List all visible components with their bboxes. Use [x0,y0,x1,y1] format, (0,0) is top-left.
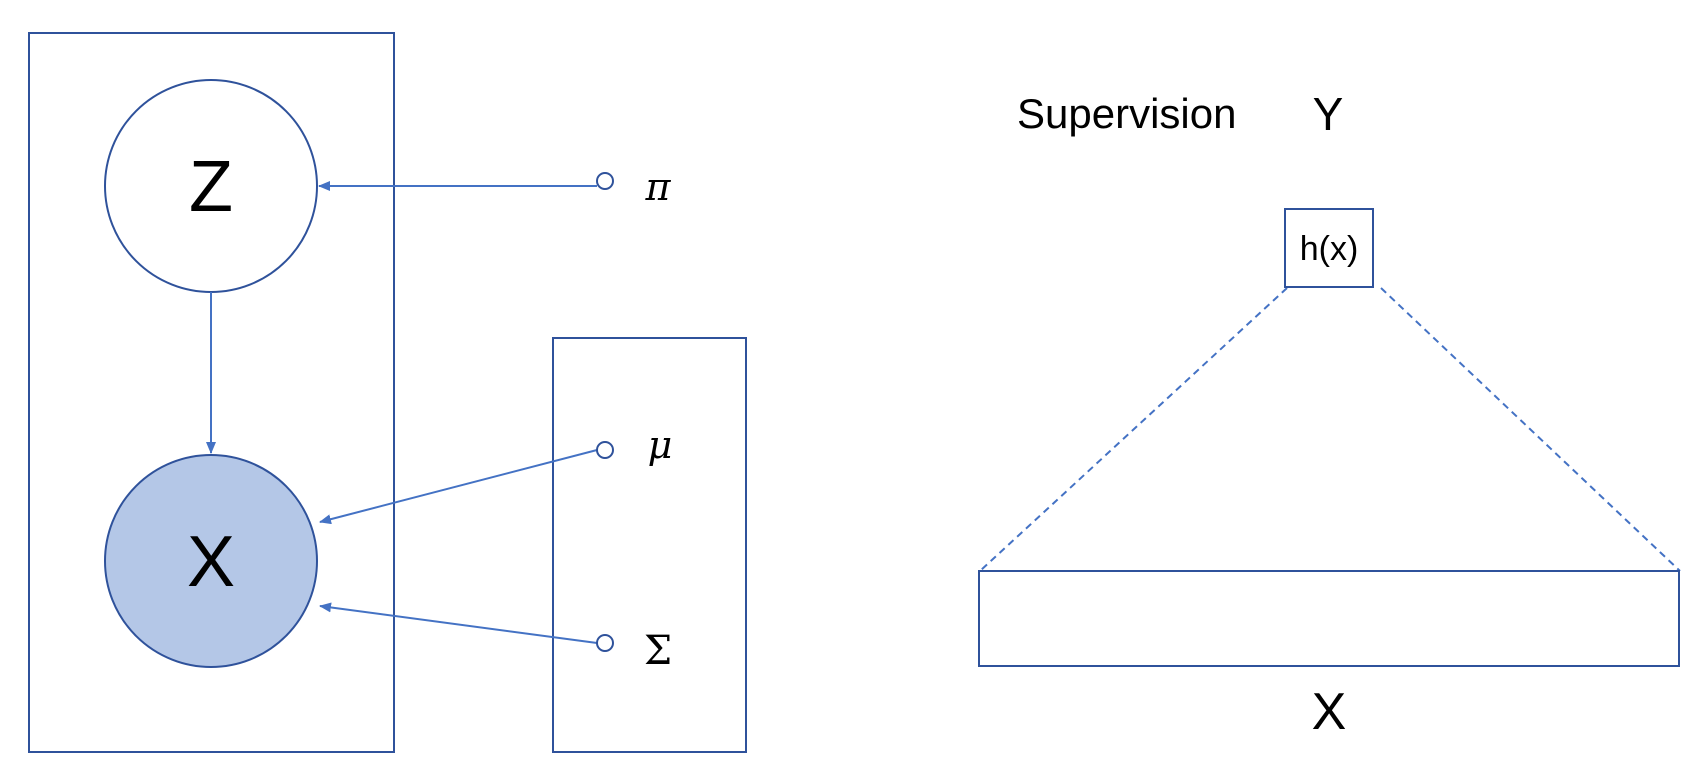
latent-node-z-label: Z [189,147,233,227]
input-x-label: X [1312,683,1347,741]
observed-node-x [104,454,318,668]
pi-parameter-dot [596,172,614,190]
mu-parameter-label: μ [648,423,673,467]
input-box [978,570,1680,667]
outer-plate [28,32,395,753]
observed-node-x-label: X [187,522,235,602]
hypothesis-box [1284,208,1374,288]
mu-parameter-dot [596,441,614,459]
hypothesis-label: h(x) [1300,230,1359,268]
pi-parameter-label: π [645,165,672,209]
sigma-parameter-dot [596,634,614,652]
right-dashed-edge [1380,287,1681,572]
sigma-parameter-label: Σ [644,628,672,674]
parameter-plate [552,337,747,753]
target-y-label: Y [1313,88,1344,140]
left-dashed-edge [979,287,1288,572]
edge-sigma-to-x [319,602,598,644]
supervision-label: Supervision [1017,90,1236,137]
edge-mu-to-x [319,449,598,525]
